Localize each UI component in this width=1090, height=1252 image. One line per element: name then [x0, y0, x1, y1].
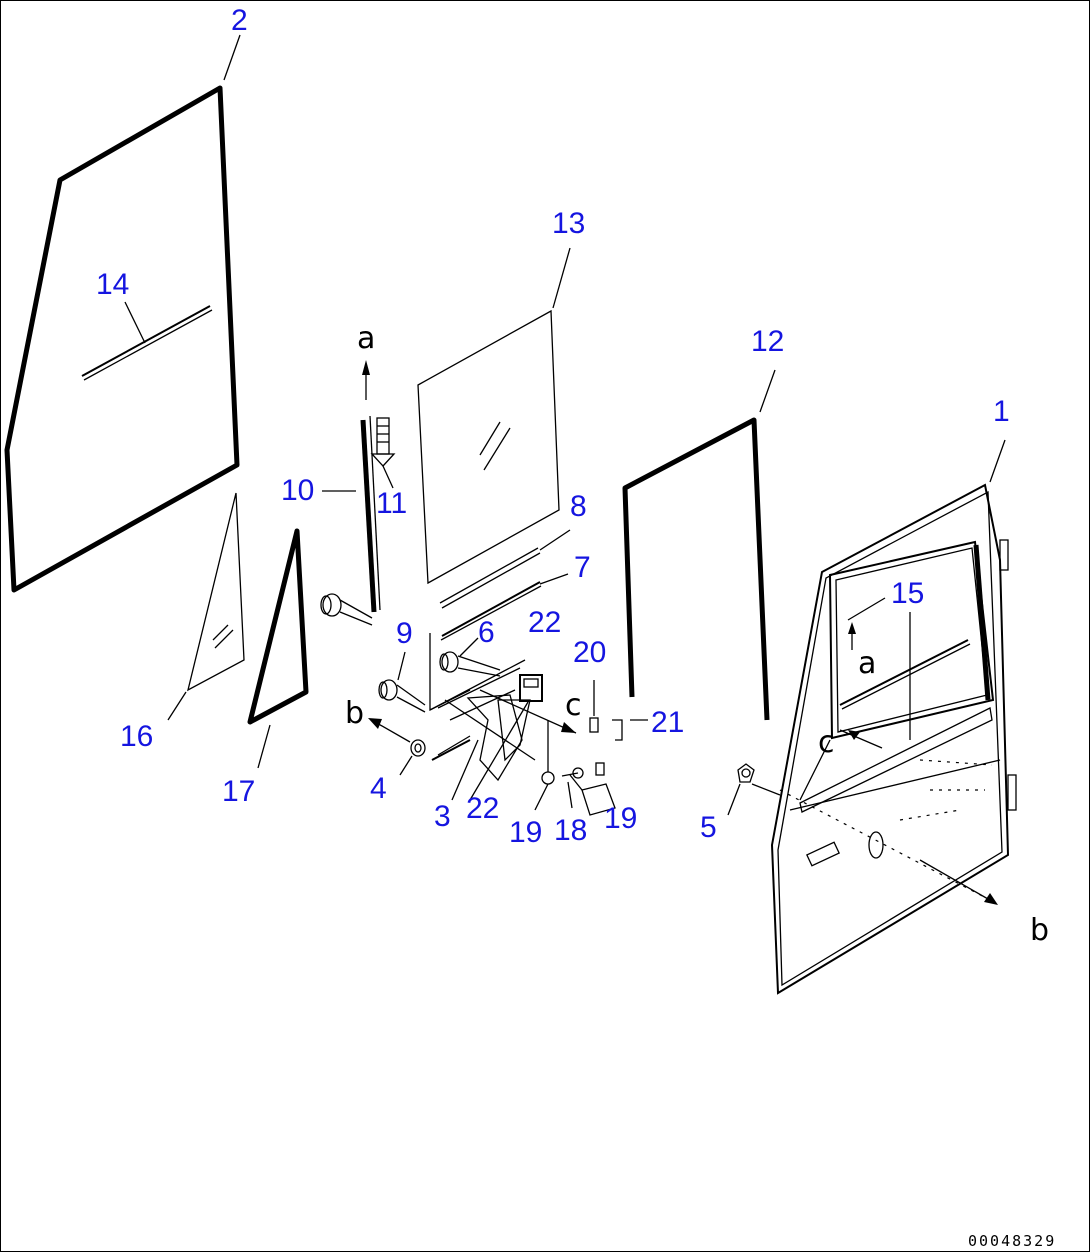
callout-17: 17 [222, 775, 255, 808]
part-4-washer [368, 718, 426, 776]
part-9-bolt [378, 651, 426, 713]
part-13-glass-panel [417, 247, 571, 585]
callout-16: 16 [120, 720, 153, 753]
part-7-strip [440, 573, 569, 641]
part-2-glass-seal [4, 34, 241, 593]
callout-19b: 19 [604, 802, 637, 835]
callout-11: 11 [376, 487, 407, 520]
callout-9: 9 [396, 617, 413, 650]
callout-1: 1 [993, 395, 1010, 428]
connector-c-door: c [818, 725, 835, 760]
reference-code: 00048329 [968, 1232, 1056, 1250]
part-6-bolt [439, 637, 501, 677]
callout-21: 21 [651, 706, 684, 739]
callout-2: 2 [231, 4, 248, 37]
callout-22a: 22 [528, 606, 561, 639]
callout-4: 4 [370, 772, 387, 805]
callout-14: 14 [96, 268, 129, 301]
part-20-clip [589, 680, 599, 733]
callout-5: 5 [700, 811, 717, 844]
callout-8: 8 [570, 490, 587, 523]
connector-b-left: b [345, 696, 364, 731]
part-12-frame-seal [622, 369, 776, 721]
callout-19a: 19 [509, 816, 542, 849]
part-1-door [770, 439, 1017, 995]
callout-13: 13 [552, 207, 585, 240]
part-17-triangle-seal [247, 528, 309, 769]
part-18-19-hinge-parts [534, 720, 616, 816]
callout-3: 3 [434, 800, 451, 833]
part-21-clip [612, 719, 648, 741]
callout-12: 12 [751, 325, 784, 358]
part-14-strip [81, 301, 213, 381]
part-16-glass-triangle [167, 492, 245, 721]
part-8-strip [439, 529, 571, 609]
part-10-channel [320, 360, 381, 626]
callout-15: 15 [891, 577, 924, 610]
callout-18: 18 [554, 814, 587, 847]
part-11-screw [370, 417, 396, 489]
callout-22b: 22 [466, 792, 499, 825]
connector-a-top: a [357, 321, 375, 356]
callout-6: 6 [478, 616, 495, 649]
callout-7: 7 [574, 551, 591, 584]
connector-c-mid: c [565, 688, 582, 723]
callout-10: 10 [281, 474, 314, 507]
connector-b-right: b [1030, 913, 1049, 948]
window-regulator-assembly [429, 633, 577, 801]
callout-20: 20 [573, 636, 606, 669]
connector-a-door: a [858, 646, 876, 681]
part-5-knob [727, 763, 781, 816]
